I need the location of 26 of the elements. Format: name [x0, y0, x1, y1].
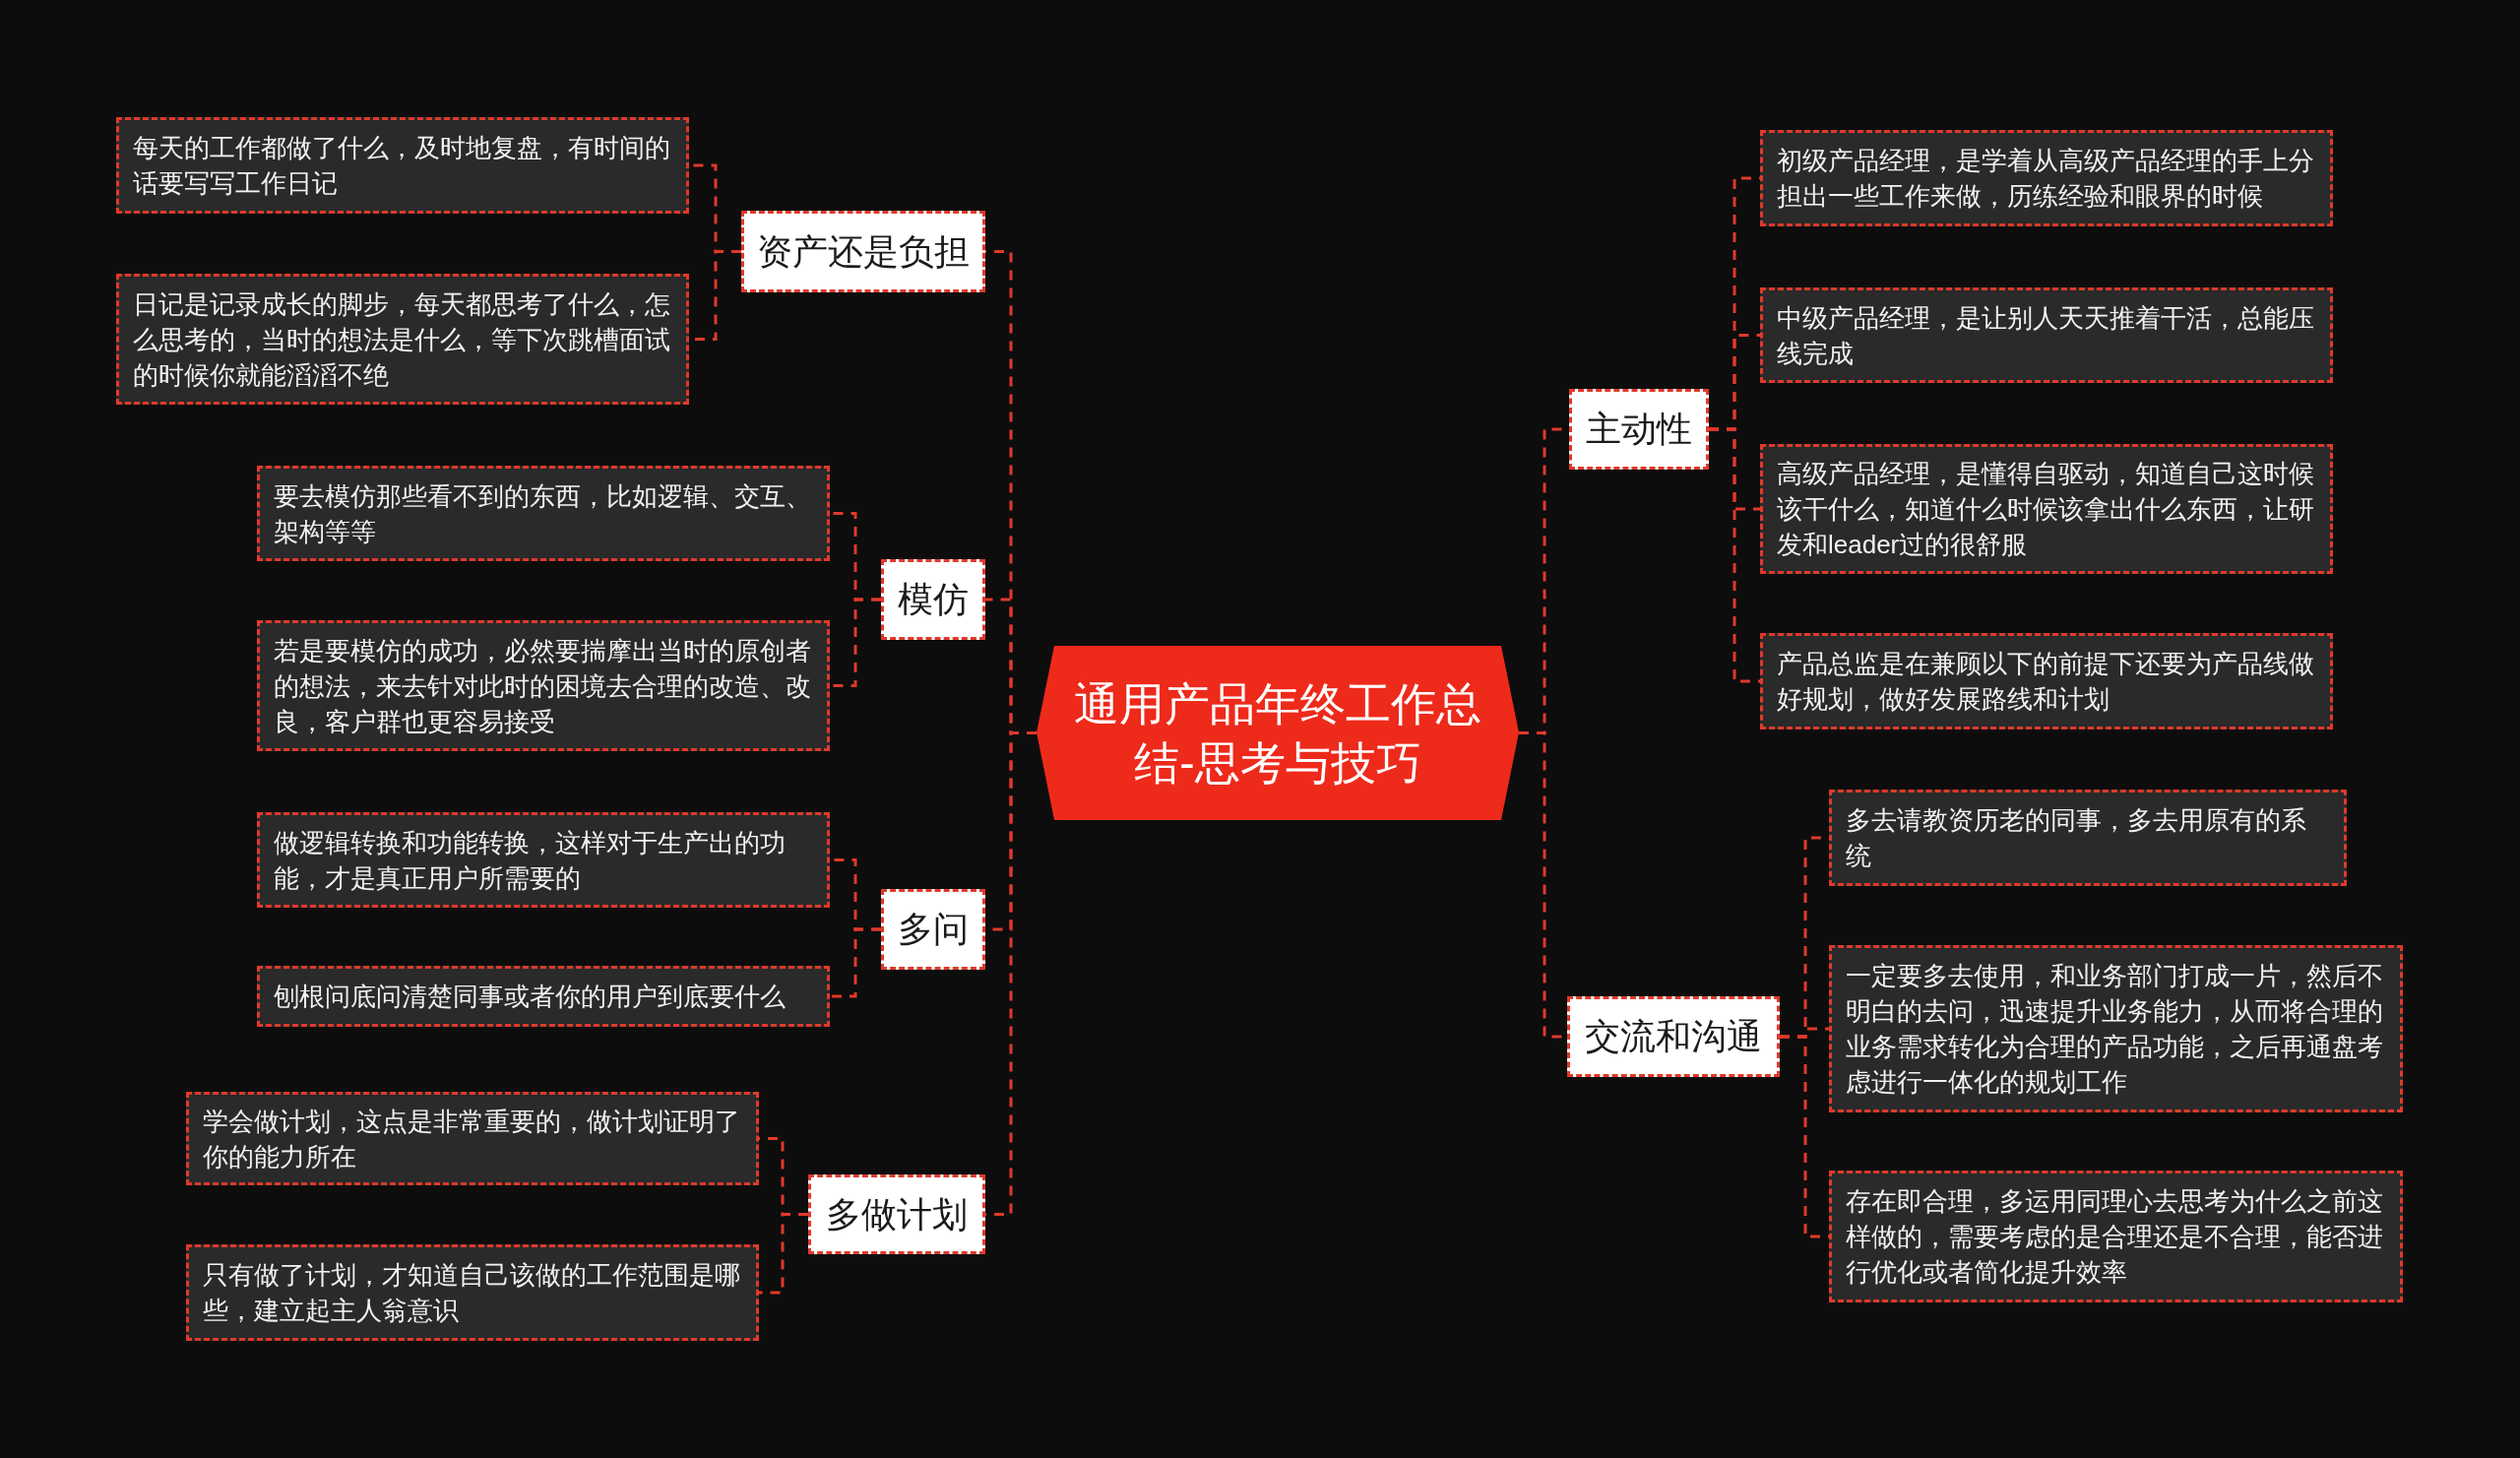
- leaf-note-box: 要去模仿那些看不到的东西，比如逻辑、交互、架构等等: [257, 466, 830, 561]
- leaf-note-box: 若是要模仿的成功，必然要揣摩出当时的原创者的想法，来去针对此时的困境去合理的改造、改良，客户群也更容易接受: [257, 620, 830, 751]
- branch-topic-box: 模仿: [881, 559, 985, 640]
- connector-line: [830, 927, 881, 998]
- leaf-note-box: 初级产品经理，是学着从高级产品经理的手上分担出一些工作来做，历练经验和眼界的时候: [1760, 130, 2333, 226]
- leaf-note-box: 做逻辑转换和功能转换，这样对于生产出的功能，才是真正用户所需要的: [257, 812, 830, 908]
- leaf-note-box: 只有做了计划，才知道自己该做的工作范围是哪些，建立起主人翁意识: [186, 1244, 759, 1341]
- leaf-note-box: 刨根问底问清楚同事或者你的用户到底要什么: [257, 966, 830, 1027]
- branch-topic-box: 多做计划: [808, 1174, 985, 1254]
- leaf-note-box: 产品总监是在兼顾以下的前提下还要为产品线做好规划，做好发展路线和计划: [1760, 633, 2333, 729]
- central-topic-hexagon: [1037, 646, 1519, 820]
- leaf-note-box: 中级产品经理，是让别人天天推着干活，总能压线完成: [1760, 287, 2333, 383]
- connector-line: [1709, 427, 1760, 683]
- leaf-note-box: 一定要多去使用，和业务部门打成一片，然后不明白的去问，迅速提升业务能力，从而将合理的业务需求转化为合理的产品功能，之后再通盘考虑进行一体化的规划工作: [1829, 945, 2403, 1112]
- branch-topic-box: 资产还是负担: [741, 211, 985, 292]
- branch-topic-box: 交流和沟通: [1567, 996, 1780, 1077]
- leaf-note-box: 每天的工作都做了什么，及时地复盘，有时间的话要写写工作日记: [116, 117, 689, 214]
- leaf-note-box: 日记是记录成长的脚步，每天都思考了什么，怎么思考的，当时的想法是什么，等下次跳槽面试的时候你就能滔滔不绝: [116, 274, 689, 405]
- leaf-note-box: 多去请教资历老的同事，多去用原有的系统: [1829, 790, 2347, 886]
- connector-line: [759, 1213, 808, 1295]
- branch-topic-box: 主动性: [1569, 389, 1709, 470]
- central-topic-text: 通用产品年终工作总结-思考与技巧: [1073, 676, 1482, 791]
- leaf-note-box: 学会做计划，这点是非常重要的，做计划证明了你的能力所在: [186, 1092, 759, 1185]
- branch-topic-box: 多问: [881, 889, 985, 970]
- leaf-note-box: 高级产品经理，是懂得自驱动，知道自己这时候该干什么，知道什么时候该拿出什么东西，让研发和leader过的很舒服: [1760, 444, 2333, 574]
- leaf-note-box: 存在即合理，多运用同理心去思考为什么之前这样做的，需要考虑的是合理还是不合理，能否进行优化或者简化提升效率: [1829, 1171, 2403, 1302]
